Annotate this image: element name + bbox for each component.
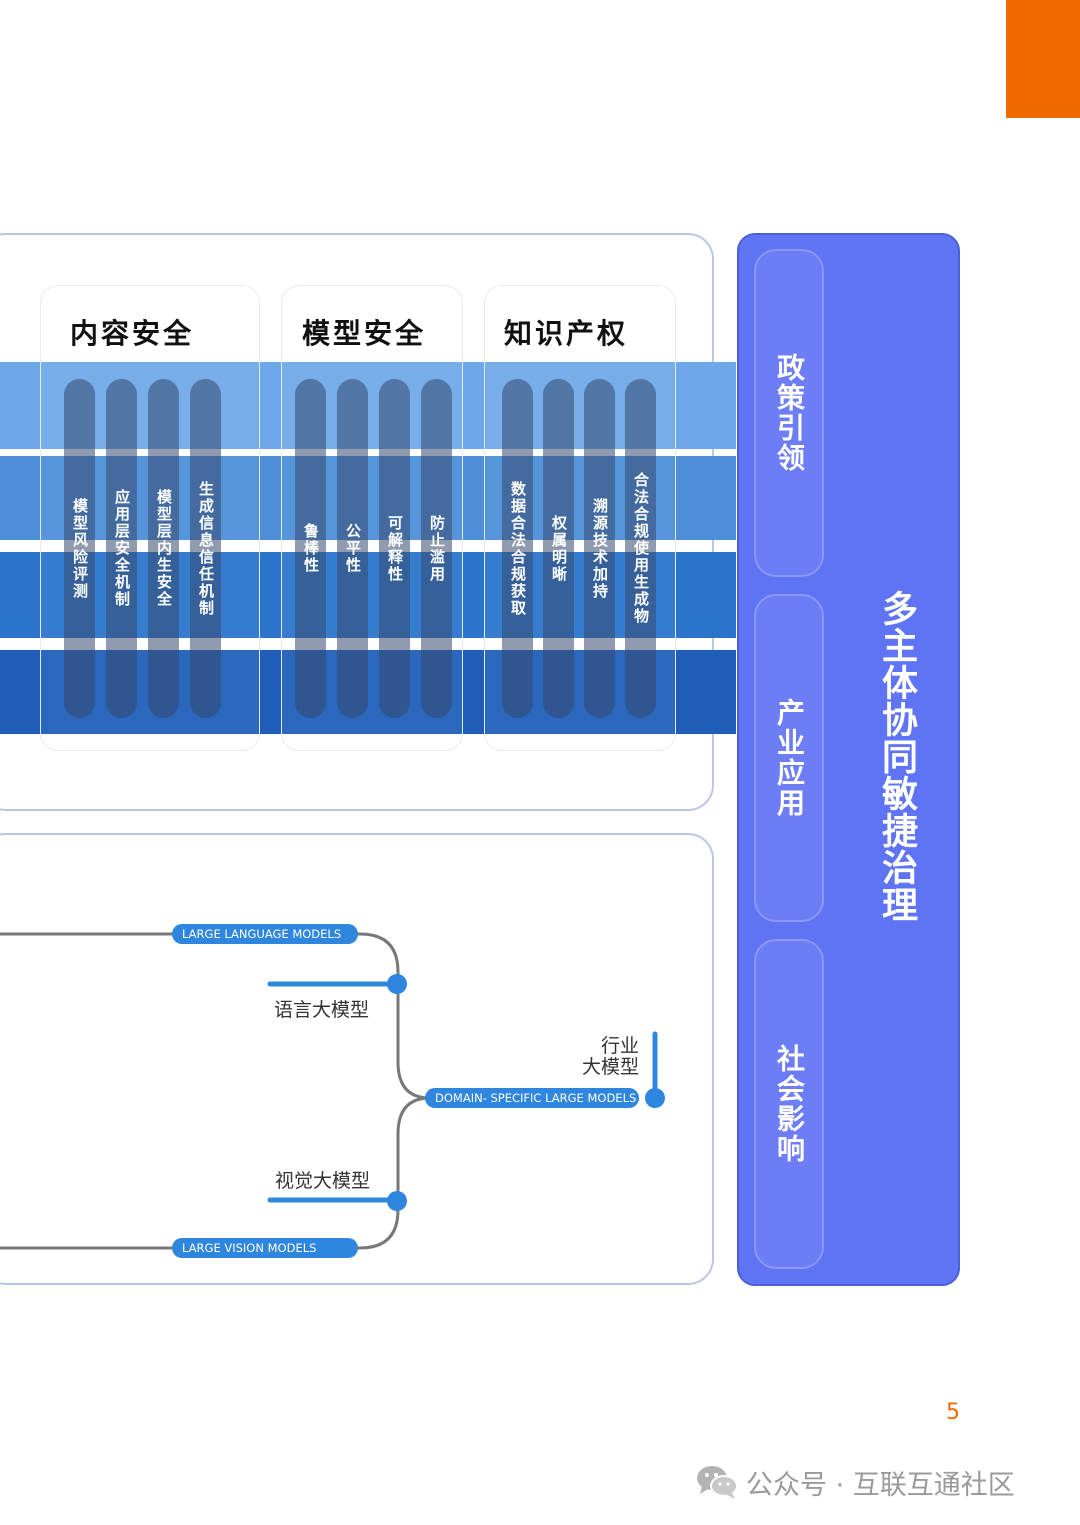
card-title: 模型安全 [302, 317, 427, 350]
gov-item-policy: 政策引领 [754, 249, 824, 577]
footer-text: 公众号 · 互联互通社区 [746, 1469, 1015, 1501]
pill-item: 公平性 [337, 379, 368, 718]
pill-item: 合法合规使用生成物 [625, 379, 656, 718]
gov-item-society: 社会影响 [754, 939, 824, 1269]
domain-tag: DOMAIN- SPECIFIC LARGE MODELS [425, 1088, 639, 1108]
card-title: 知识产权 [504, 317, 629, 350]
gov-item-industry: 产业应用 [754, 594, 824, 922]
pill-item: 可解释性 [379, 379, 410, 718]
pill-item: 权属明晰 [543, 379, 574, 718]
pill-item: 数据合法合规获取 [502, 379, 533, 718]
page-number: 5 [946, 1400, 960, 1425]
pill-item: 模型风险评测 [64, 379, 95, 718]
lvm-label: 视觉大模型 [275, 1170, 371, 1192]
domain-label-line1: 行业 [601, 1035, 640, 1057]
governance-title: 多主体协同敏捷治理 [876, 590, 917, 923]
pill-item: 防止滥用 [421, 379, 452, 718]
pill-item: 溯源技术加持 [584, 379, 615, 718]
llm-label: 语言大模型 [274, 999, 370, 1021]
corner-accent [1006, 0, 1080, 118]
llm-tag: LARGE LANGUAGE MODELS [172, 924, 358, 944]
pill-item: 应用层安全机制 [106, 379, 137, 718]
lvm-tag: LARGE VISION MODELS [172, 1238, 358, 1258]
card-title: 内容安全 [70, 317, 195, 350]
pill-item: 模型层内生安全 [148, 379, 179, 718]
footer-watermark: 公众号 · 互联互通社区 [696, 1462, 1015, 1502]
domain-label-line2: 大模型 [582, 1056, 640, 1078]
wechat-icon [697, 1466, 738, 1499]
pill-item: 鲁棒性 [295, 379, 326, 718]
pill-item: 生成信息信任机制 [190, 379, 221, 718]
